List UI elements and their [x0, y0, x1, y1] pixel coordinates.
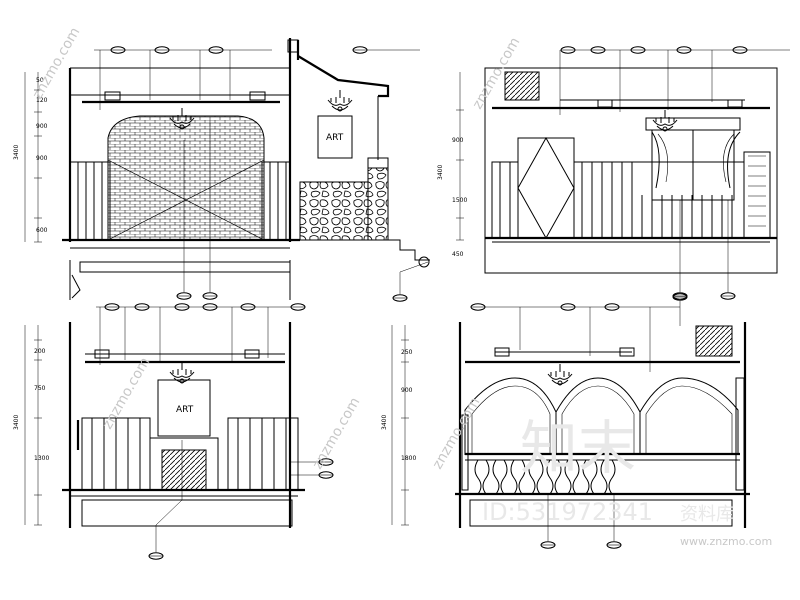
watermark-url-text: www.znzmo.com	[680, 535, 772, 548]
watermark-text: znzmo.com	[310, 395, 364, 472]
dim-label: 900	[452, 137, 464, 144]
dim-label: 250	[401, 349, 413, 356]
dim-label: 900	[401, 387, 413, 394]
dim-label: 1800	[401, 455, 416, 462]
dim-label: 120	[36, 97, 48, 104]
dim-label: 900	[36, 123, 48, 130]
elevation-panel-top-right: 900 1500 450 3400	[437, 46, 790, 300]
dim-label: 750	[34, 385, 46, 392]
watermark-logo-text: 知末	[520, 414, 636, 482]
dim-label: 600	[36, 227, 48, 234]
elevation-panel-bottom-left: ART 200 750 1300 3400	[13, 303, 334, 560]
dim-label: 900	[36, 155, 48, 162]
dim-label: 1300	[34, 455, 49, 462]
elevation-panel-top-left: 50 120 900 900 600 3400	[13, 38, 300, 300]
dim-label: 50	[36, 77, 44, 84]
watermark-text: znzmo.com	[100, 355, 154, 432]
watermark-library-text: 资料库	[680, 504, 734, 525]
elevation-panel-bottom-right: 250 900 1800 3400	[381, 293, 750, 549]
total-dim-label: 3400	[13, 415, 20, 430]
watermark-id-text: ID:531972341	[482, 498, 653, 526]
total-dim-label: 3400	[437, 165, 444, 180]
watermark-text: znzmo.com	[30, 25, 84, 102]
art-frame-label: ART	[326, 133, 344, 143]
watermark-layer: znzmo.com znzmo.com znzmo.com znzmo.com …	[30, 25, 773, 548]
dim-label: 450	[452, 251, 464, 258]
art-frame-label: ART	[176, 405, 194, 415]
dim-label: 1500	[452, 197, 467, 204]
total-dim-label: 3400	[13, 145, 20, 160]
gable-section: ART	[287, 39, 430, 302]
dim-label: 200	[34, 348, 46, 355]
total-dim-label: 3400	[381, 415, 388, 430]
